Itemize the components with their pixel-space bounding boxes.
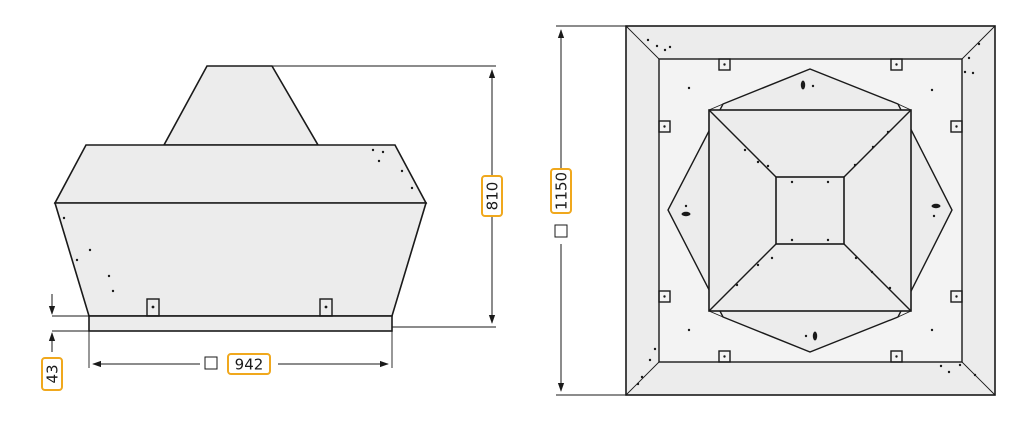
svg-text:942: 942 (235, 356, 264, 374)
mounting-bracket-right (319, 298, 333, 317)
side-rivets (62, 148, 414, 293)
top-view (556, 25, 996, 396)
top-rivets (636, 38, 981, 386)
mounting-bracket-left (146, 298, 160, 317)
base-height-dimension (48, 294, 89, 352)
motor-housing (162, 65, 320, 146)
motor-top (775, 176, 845, 245)
label-810: 810 (481, 175, 503, 217)
svg-text:1150: 1150 (553, 172, 571, 210)
label-43: 43 (41, 357, 63, 391)
label-942: 942 (204, 353, 271, 375)
upper-hood (53, 144, 428, 204)
side-view (48, 65, 496, 368)
top-brackets (658, 58, 963, 363)
svg-text:810: 810 (484, 182, 502, 211)
drain-holes (681, 80, 941, 341)
label-1150: 1150 (550, 168, 572, 214)
base-width-dimension (88, 331, 393, 368)
frame-corners (625, 25, 996, 396)
svg-text:43: 43 (44, 364, 62, 383)
square-size-dimension (556, 25, 626, 396)
base-plate (88, 315, 393, 332)
lower-housing (53, 202, 428, 317)
square-symbol (554, 224, 568, 238)
